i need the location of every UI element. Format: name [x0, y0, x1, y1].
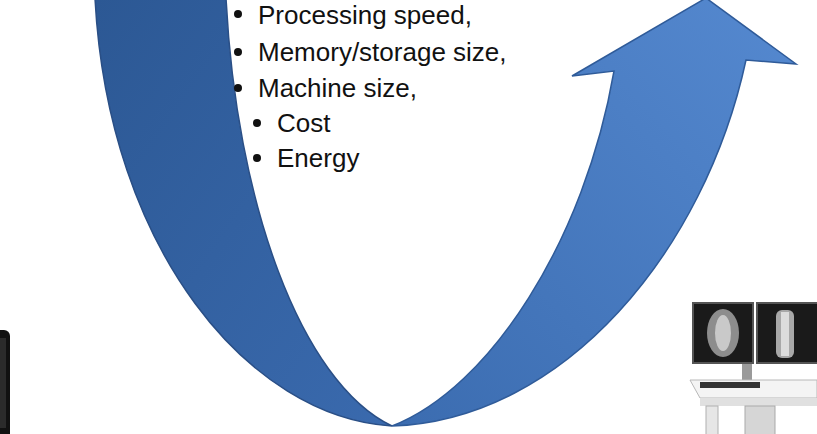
bullet-dot [234, 48, 242, 56]
list-label: Machine size, [258, 73, 417, 103]
xray-workstation [690, 303, 817, 434]
handheld-device [0, 330, 10, 434]
bullet-dot [253, 154, 261, 162]
list-label: Energy [277, 143, 359, 173]
list-label: Memory/storage size, [258, 37, 507, 67]
bullet-dot [234, 10, 242, 18]
list-label: Cost [277, 108, 330, 138]
bullet-dot [234, 84, 242, 92]
bullet-dot [253, 119, 261, 127]
list-label: Processing speed, [258, 0, 472, 30]
